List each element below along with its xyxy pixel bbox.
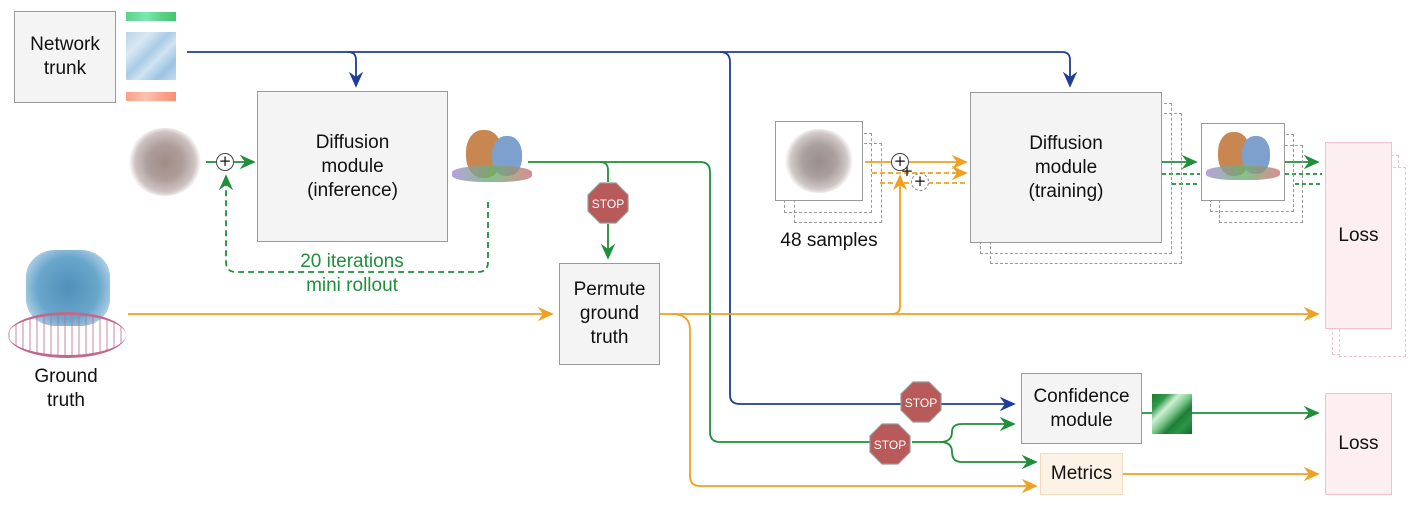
trunk-lines [187, 51, 1078, 412]
metrics-label: Metrics [1050, 463, 1113, 484]
confidence-module-box: Confidence module [1021, 373, 1142, 444]
trunk-to-inference-line [187, 51, 364, 88]
stop-gradient-icon-structure: STOP [869, 423, 911, 465]
predicted-structure-icon [452, 130, 532, 194]
predicted-structure-training-icon [1206, 132, 1280, 192]
plus-glyph: + [913, 172, 927, 190]
stop-gradient-icon: STOP [587, 182, 629, 224]
noise-sample-icon [784, 129, 854, 193]
green-lines [206, 154, 1322, 470]
trunk-to-training-line [348, 51, 1078, 88]
confidence-heatmap-icon [1152, 394, 1192, 434]
plus-glyph: + [900, 162, 914, 180]
predicted-structures-box [1201, 123, 1285, 201]
stop-text: STOP [905, 396, 937, 410]
pair-representation-icon [126, 32, 176, 80]
stop-to-metrics-line [939, 441, 1038, 470]
network-trunk-box: Network trunk [14, 11, 116, 103]
add-noise-icon: + [216, 153, 234, 171]
token-representation-icon [126, 92, 176, 101]
diffusion-inference-label: Diffusion module (inference) [307, 131, 398, 201]
diffusion-loss-box: Loss [1325, 142, 1392, 329]
add-noise-icon-training: + [891, 153, 909, 171]
confidence-loss-label: Loss [1338, 433, 1379, 454]
rollout-loop-line [218, 174, 489, 273]
confidence-loss-box: Loss [1325, 393, 1392, 495]
diffusion-loss-label: Loss [1338, 224, 1379, 246]
samples-count-label: 48 samples [780, 230, 878, 251]
permute-to-metrics-line [671, 313, 1038, 494]
ground-truth-structure-icon [8, 250, 126, 360]
confidence-module-label: Confidence module [1033, 385, 1130, 431]
stop-gradient-icon-trunk: STOP [900, 381, 942, 423]
plus-glyph: + [218, 152, 232, 170]
diffusion-training-label: Diffusion module (training) [1028, 132, 1104, 202]
noise-samples-box [775, 121, 863, 201]
single-representation-icon [126, 12, 176, 21]
permute-ground-truth-box: Permute ground truth [559, 263, 660, 365]
add-noise-icon-3: + [911, 173, 929, 191]
trunk-to-confidence-line [719, 51, 1016, 412]
plus-glyph: + [893, 152, 907, 170]
noise-cloud-icon [128, 128, 202, 196]
add-noise-icon-2: + [898, 164, 916, 182]
stop-to-confidence-line [912, 416, 1016, 443]
permute-to-plus-line [891, 174, 908, 315]
metrics-box: Metrics [1040, 453, 1123, 495]
rollout-iterations-label: 20 iterations [300, 251, 404, 272]
permute-ground-truth-label: Permute ground truth [573, 279, 646, 348]
network-trunk-label: Network trunk [30, 34, 100, 79]
diffusion-inference-box: Diffusion module (inference) [257, 91, 448, 242]
stop-text: STOP [592, 197, 624, 211]
ground-truth-label: Ground truth [34, 366, 98, 411]
inference-output-line [528, 161, 870, 443]
diffusion-training-box: Diffusion module (training) [970, 92, 1162, 243]
inference-to-stop-line [599, 161, 609, 182]
stop-text: STOP [874, 438, 906, 452]
orange-lines [128, 154, 1320, 494]
rollout-mini-label: mini rollout [306, 275, 398, 296]
